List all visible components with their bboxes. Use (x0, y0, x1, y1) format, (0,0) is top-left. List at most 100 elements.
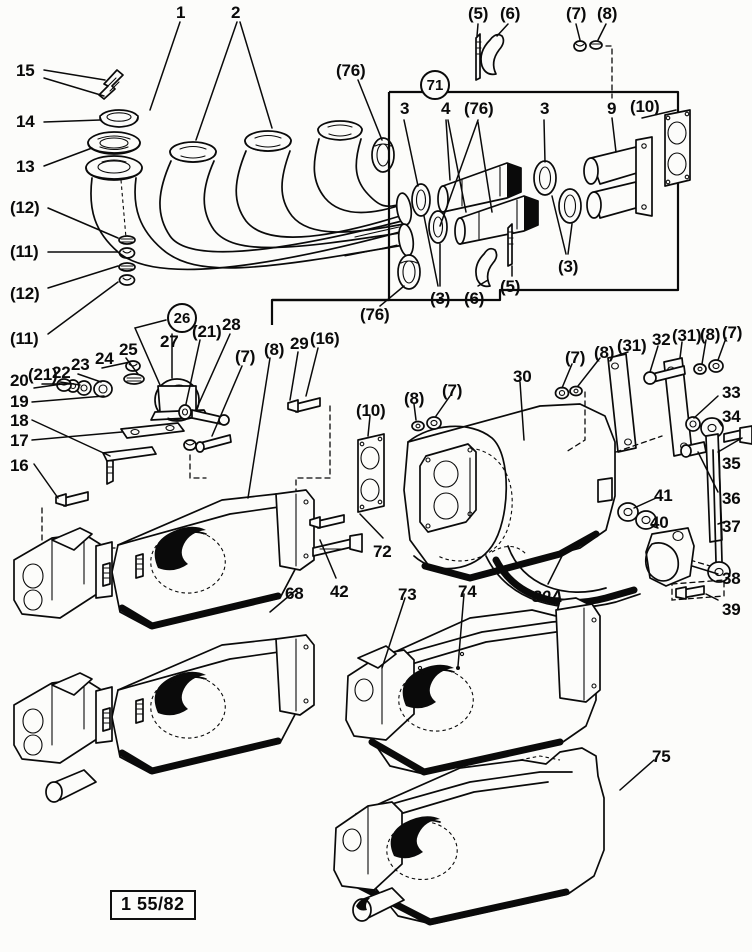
callout-3: (3) (558, 257, 579, 276)
part-36-bush (680, 441, 707, 458)
part-10-gasket-plate (664, 109, 691, 187)
muffler-30 (403, 403, 616, 582)
callout-38: 38 (722, 569, 741, 588)
part-39-bolt (675, 585, 705, 600)
part-6-clamp (475, 247, 498, 288)
stud-pair (102, 553, 144, 587)
part-38-eye (707, 561, 731, 583)
callout-3: 3 (400, 99, 410, 118)
callout-7: (7) (565, 348, 586, 367)
part-6-clamp (480, 33, 505, 76)
callout-20: 20 (10, 371, 29, 390)
part-8-washer (569, 385, 583, 397)
callout-11: (11) (10, 242, 39, 261)
callout-10: (10) (356, 401, 386, 420)
callout-34: 34 (722, 407, 741, 426)
part-8-washer (693, 363, 707, 375)
sheet-caption: 1 55/82 (110, 890, 196, 920)
part-13-flange-upper (87, 131, 141, 155)
shroud-75 (333, 747, 605, 926)
part-35-bolt (723, 425, 752, 445)
part-7-nut-small (183, 439, 197, 451)
callout-30: 30 (513, 367, 532, 386)
callout-6: (6) (500, 4, 521, 23)
leader-lines (31, 21, 743, 791)
callout-68: 68 (285, 584, 304, 603)
callout-6: (6) (464, 289, 485, 308)
callout-9: 9 (607, 99, 617, 118)
heat-exchanger-upper (13, 489, 315, 630)
callout-31: (31) (617, 336, 647, 355)
callout-73: 73 (398, 585, 417, 604)
callout-74: 74 (458, 582, 477, 601)
callout-7: (7) (235, 347, 256, 366)
manifold-port-flange (169, 141, 217, 163)
callout-12: (12) (10, 284, 40, 303)
callout-8: (8) (700, 325, 721, 344)
callout-17: 17 (10, 431, 29, 450)
callout-33: 33 (722, 383, 741, 402)
callout-3: (3) (430, 289, 451, 308)
part-41-nut (635, 510, 657, 530)
callout-31: (31) (672, 326, 702, 345)
callout-22: 22 (52, 363, 71, 382)
part-7-nut (554, 386, 570, 400)
part-10-gasket-plate (357, 433, 385, 513)
part-4-connector-tube (437, 162, 522, 213)
callout-28: 28 (222, 315, 241, 334)
part-14-ring (99, 109, 139, 128)
muffler-flange (419, 443, 477, 533)
part-16-bolt (55, 491, 89, 507)
heat-exchanger-lower (13, 634, 315, 803)
part-8-bolt (195, 434, 232, 453)
callout-11: (11) (10, 329, 39, 348)
callout-3: 3 (540, 99, 550, 118)
part-21-ring (178, 404, 192, 420)
callout-12: (12) (10, 198, 40, 217)
manifold-port-flange (317, 120, 363, 141)
part-4-connector-tube (454, 195, 539, 245)
part-9-junction (583, 136, 653, 219)
callout-16: 16 (10, 456, 29, 475)
callout-4: 4 (441, 99, 451, 118)
part-42-bolt-long (312, 533, 363, 557)
callout-41: 41 (654, 486, 673, 505)
callout-36: 36 (722, 489, 741, 508)
callout-26: 26 (167, 303, 197, 333)
part-7-nut (708, 359, 724, 373)
callout-16: (16) (310, 329, 340, 348)
part-3-ring (558, 188, 582, 224)
part-3-ring (411, 183, 431, 217)
callout-7: (7) (566, 4, 587, 23)
callout-76: (76) (336, 61, 366, 80)
part-1-flange-lower (85, 155, 143, 181)
part-32-bolt (643, 365, 686, 385)
stud-pair (102, 698, 144, 732)
callout-75: 75 (652, 747, 671, 766)
callout-42: 42 (330, 582, 349, 601)
part-3-ring (533, 160, 557, 196)
part-76-gasket (371, 137, 395, 173)
callout-8: (8) (404, 389, 425, 408)
part-25-washer (123, 373, 145, 385)
part-28-clamp-bolt (155, 388, 176, 415)
part-76-gasket (397, 254, 421, 290)
callout-25: 25 (119, 340, 138, 359)
callout-23: 23 (71, 355, 90, 374)
callout-29: 29 (290, 334, 309, 353)
part-42-bolt (309, 514, 345, 529)
callout-27: 27 (160, 332, 179, 351)
hardware-stack-11-12 (118, 235, 136, 286)
part-41-nut (617, 502, 639, 522)
callout-8: (8) (597, 4, 618, 23)
shroud-73-74 (345, 597, 601, 776)
callout-8: (8) (264, 340, 285, 359)
part-8-washer (589, 40, 603, 50)
callout-40: 40 (650, 513, 669, 532)
callout-10: (10) (630, 97, 660, 116)
callout-30a: 30A (532, 587, 563, 606)
part-15-stud (98, 69, 124, 100)
manifold-port-flange (244, 130, 292, 152)
